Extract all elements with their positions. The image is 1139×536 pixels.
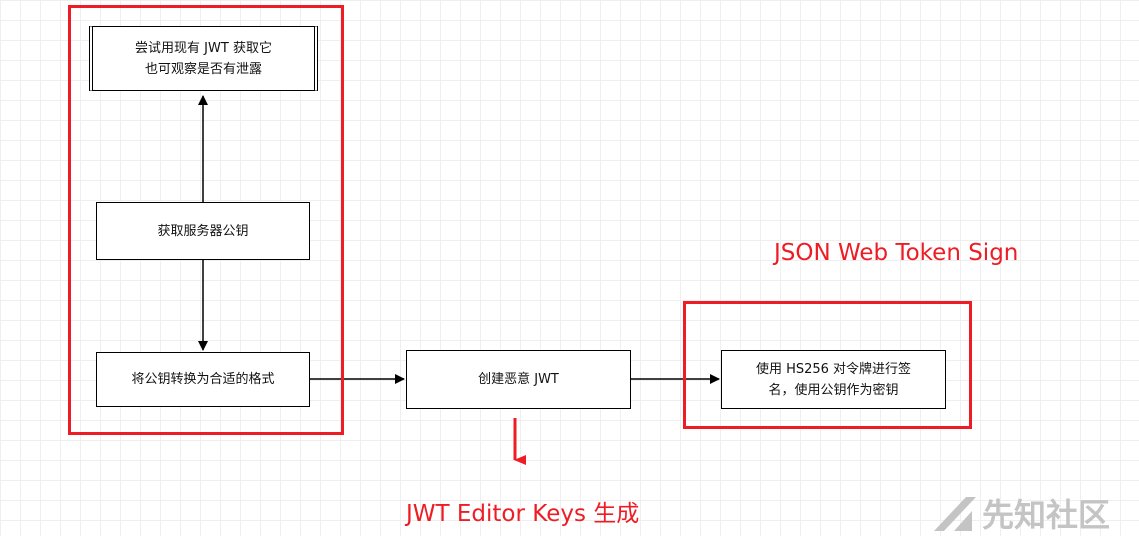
watermark-logo-icon bbox=[934, 497, 976, 531]
annotation-jwt-sign: JSON Web Token Sign bbox=[774, 240, 1019, 266]
highlight-box-sign bbox=[683, 301, 972, 429]
node-try-existing-jwt: 尝试用现有 JWT 获取它 也可观察是否有泄露 bbox=[89, 26, 318, 91]
node-convert-format: 将公钥转换为合适的格式 bbox=[96, 352, 310, 407]
node-create-malicious-jwt: 创建恶意 JWT bbox=[406, 350, 631, 409]
node-sign-hs256: 使用 HS256 对令牌进行签 名，使用公钥作为密钥 bbox=[721, 350, 946, 409]
node-sign-hs256-text: 使用 HS256 对令牌进行签 名，使用公钥作为密钥 bbox=[755, 361, 912, 398]
watermark: 先知社区 bbox=[932, 490, 1110, 536]
node-convert-format-text: 将公钥转换为合适的格式 bbox=[131, 372, 275, 387]
highlight-box-key-steps bbox=[68, 5, 344, 435]
node-create-malicious-jwt-text: 创建恶意 JWT bbox=[478, 372, 559, 387]
annotation-editor-keys: JWT Editor Keys 生成 bbox=[406, 501, 640, 527]
node-get-public-key: 获取服务器公钥 bbox=[96, 202, 310, 260]
watermark-text: 先知社区 bbox=[982, 496, 1111, 534]
node-try-existing-jwt-text: 尝试用现有 JWT 获取它 也可观察是否有泄露 bbox=[135, 40, 272, 77]
node-get-public-key-text: 获取服务器公钥 bbox=[157, 223, 249, 239]
